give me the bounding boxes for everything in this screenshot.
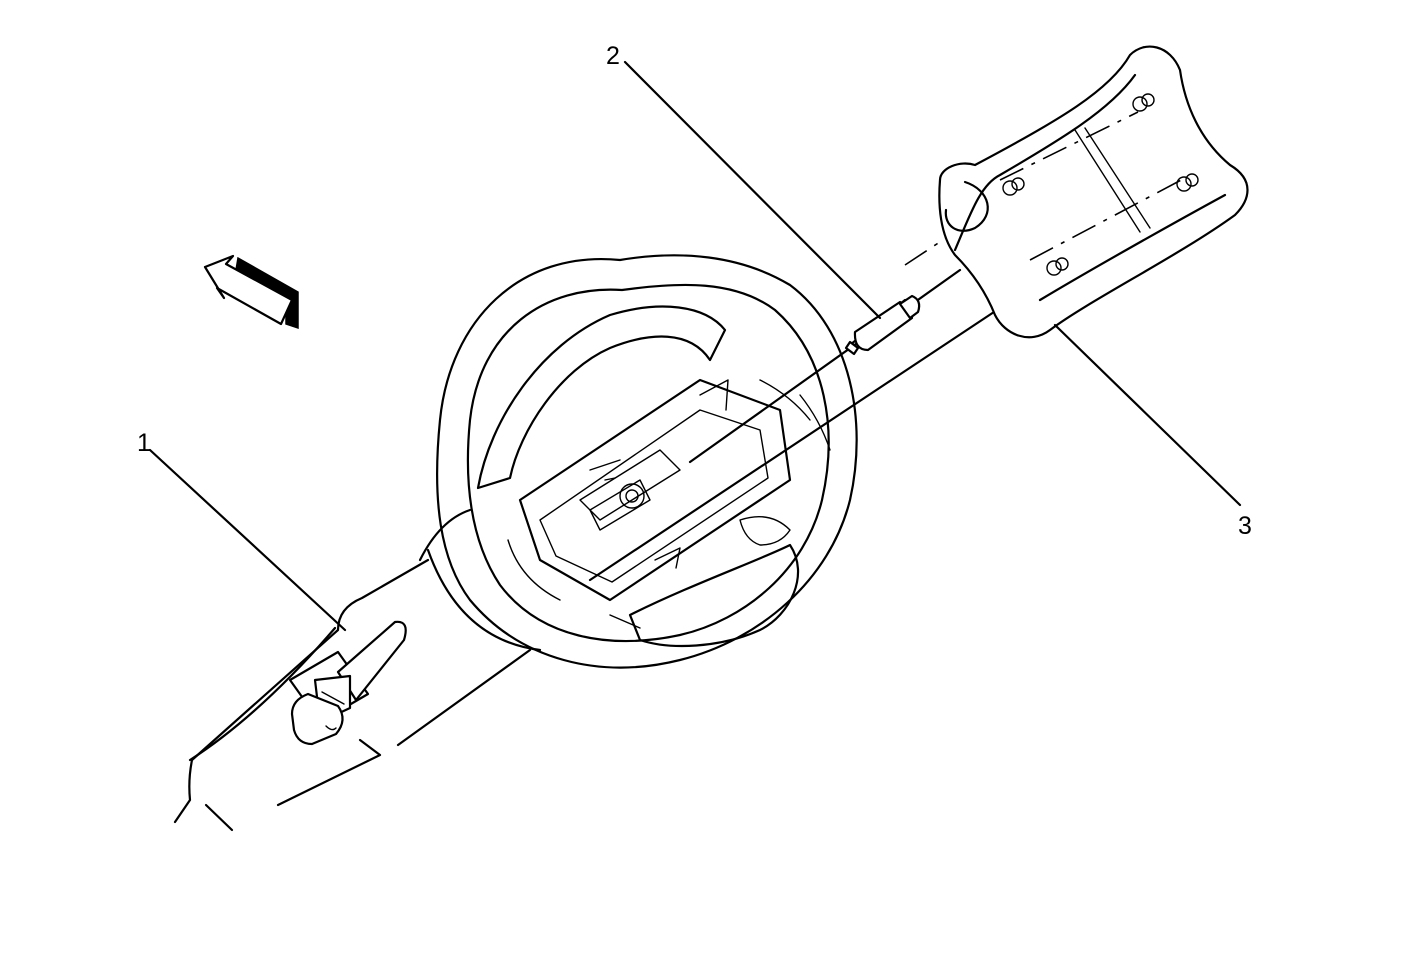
- steering-wheel: [436, 254, 858, 669]
- screw-icon: [1176, 173, 1199, 192]
- guide-lines: [588, 268, 1002, 582]
- callout-label-3: 3: [1238, 512, 1252, 540]
- airbag-module: [938, 45, 1249, 339]
- tool-component: [288, 620, 407, 746]
- direction-arrow-icon: [203, 254, 299, 330]
- callout-label-1: 1: [137, 429, 151, 457]
- screw-icon: [1002, 177, 1025, 196]
- connector-component: [844, 294, 921, 356]
- callout-leaders: [148, 60, 1242, 632]
- callout-label-2: 2: [606, 42, 620, 70]
- screw-icon: [1132, 93, 1155, 112]
- steering-column: [173, 508, 542, 832]
- screw-icon: [1046, 257, 1069, 276]
